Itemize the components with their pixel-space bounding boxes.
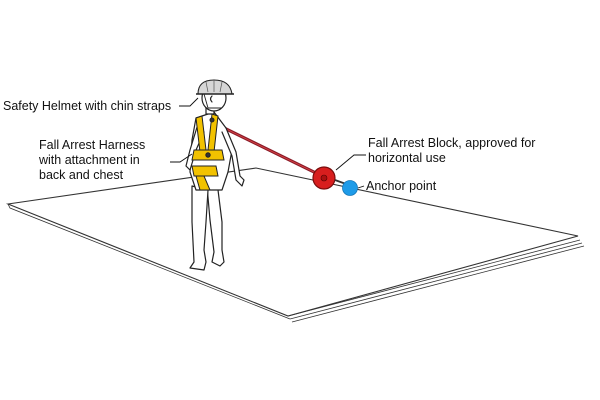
leader-lines [170, 97, 366, 189]
roof-platform [5, 167, 585, 323]
lanyard [218, 124, 320, 176]
leader-helmet [179, 97, 199, 107]
worker-right-leg [189, 185, 209, 271]
harness-drawing [191, 113, 225, 191]
label-fall-arrest-block: Fall Arrest Block, approved for horizont… [368, 136, 535, 166]
label-fall-arrest-harness: Fall Arrest Harness with attachment in b… [39, 138, 145, 183]
label-block-line-1: Fall Arrest Block, approved for [368, 136, 536, 150]
worker-figure [185, 84, 245, 271]
fall-arrest-block-drawing [312, 166, 347, 190]
leader-block [335, 154, 366, 171]
label-anchor-point-text: Anchor point [366, 179, 437, 193]
label-safety-helmet: Safety Helmet with chin straps [3, 99, 171, 114]
label-harness-line-2: with attachment in [39, 153, 140, 167]
worker-left-leg [206, 185, 225, 267]
anchor-point-drawing [342, 180, 358, 196]
worker-back-arm [221, 127, 245, 187]
helmet-drawing [196, 79, 234, 109]
label-harness-line-1: Fall Arrest Harness [39, 138, 146, 152]
label-anchor-point: Anchor point [366, 179, 436, 194]
label-safety-helmet-text: Safety Helmet with chin straps [3, 99, 172, 113]
leader-harness [170, 153, 193, 163]
label-harness-line-3: back and chest [39, 168, 124, 182]
leader-anchor [357, 185, 365, 189]
label-block-line-2: horizontal use [368, 151, 446, 165]
